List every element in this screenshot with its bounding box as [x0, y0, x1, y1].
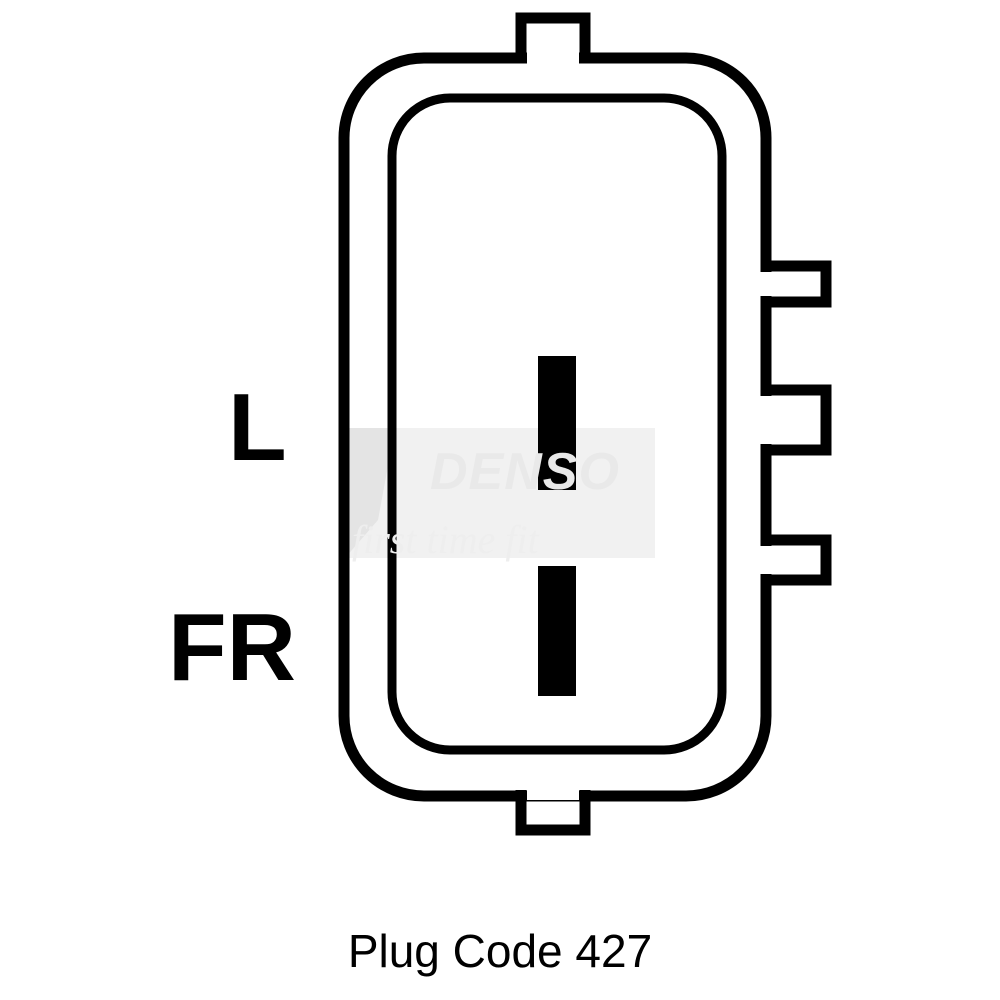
- watermark-brand: DENSO: [430, 443, 620, 501]
- connector-inner-cavity: [387, 93, 727, 755]
- terminal-fr: [538, 566, 576, 696]
- watermark-tagline: first time fit: [352, 517, 539, 562]
- plug-code-caption: Plug Code 427: [347, 925, 653, 977]
- pin-label-fr: FR: [168, 594, 296, 701]
- pin-label-l: L: [228, 374, 287, 481]
- right-key-lower: [762, 534, 832, 586]
- watermark-graphic: [345, 428, 655, 558]
- right-key-middle: [762, 384, 832, 456]
- terminal-l: [538, 356, 576, 490]
- top-latch-tab: [515, 12, 591, 60]
- right-key-upper: [762, 260, 832, 308]
